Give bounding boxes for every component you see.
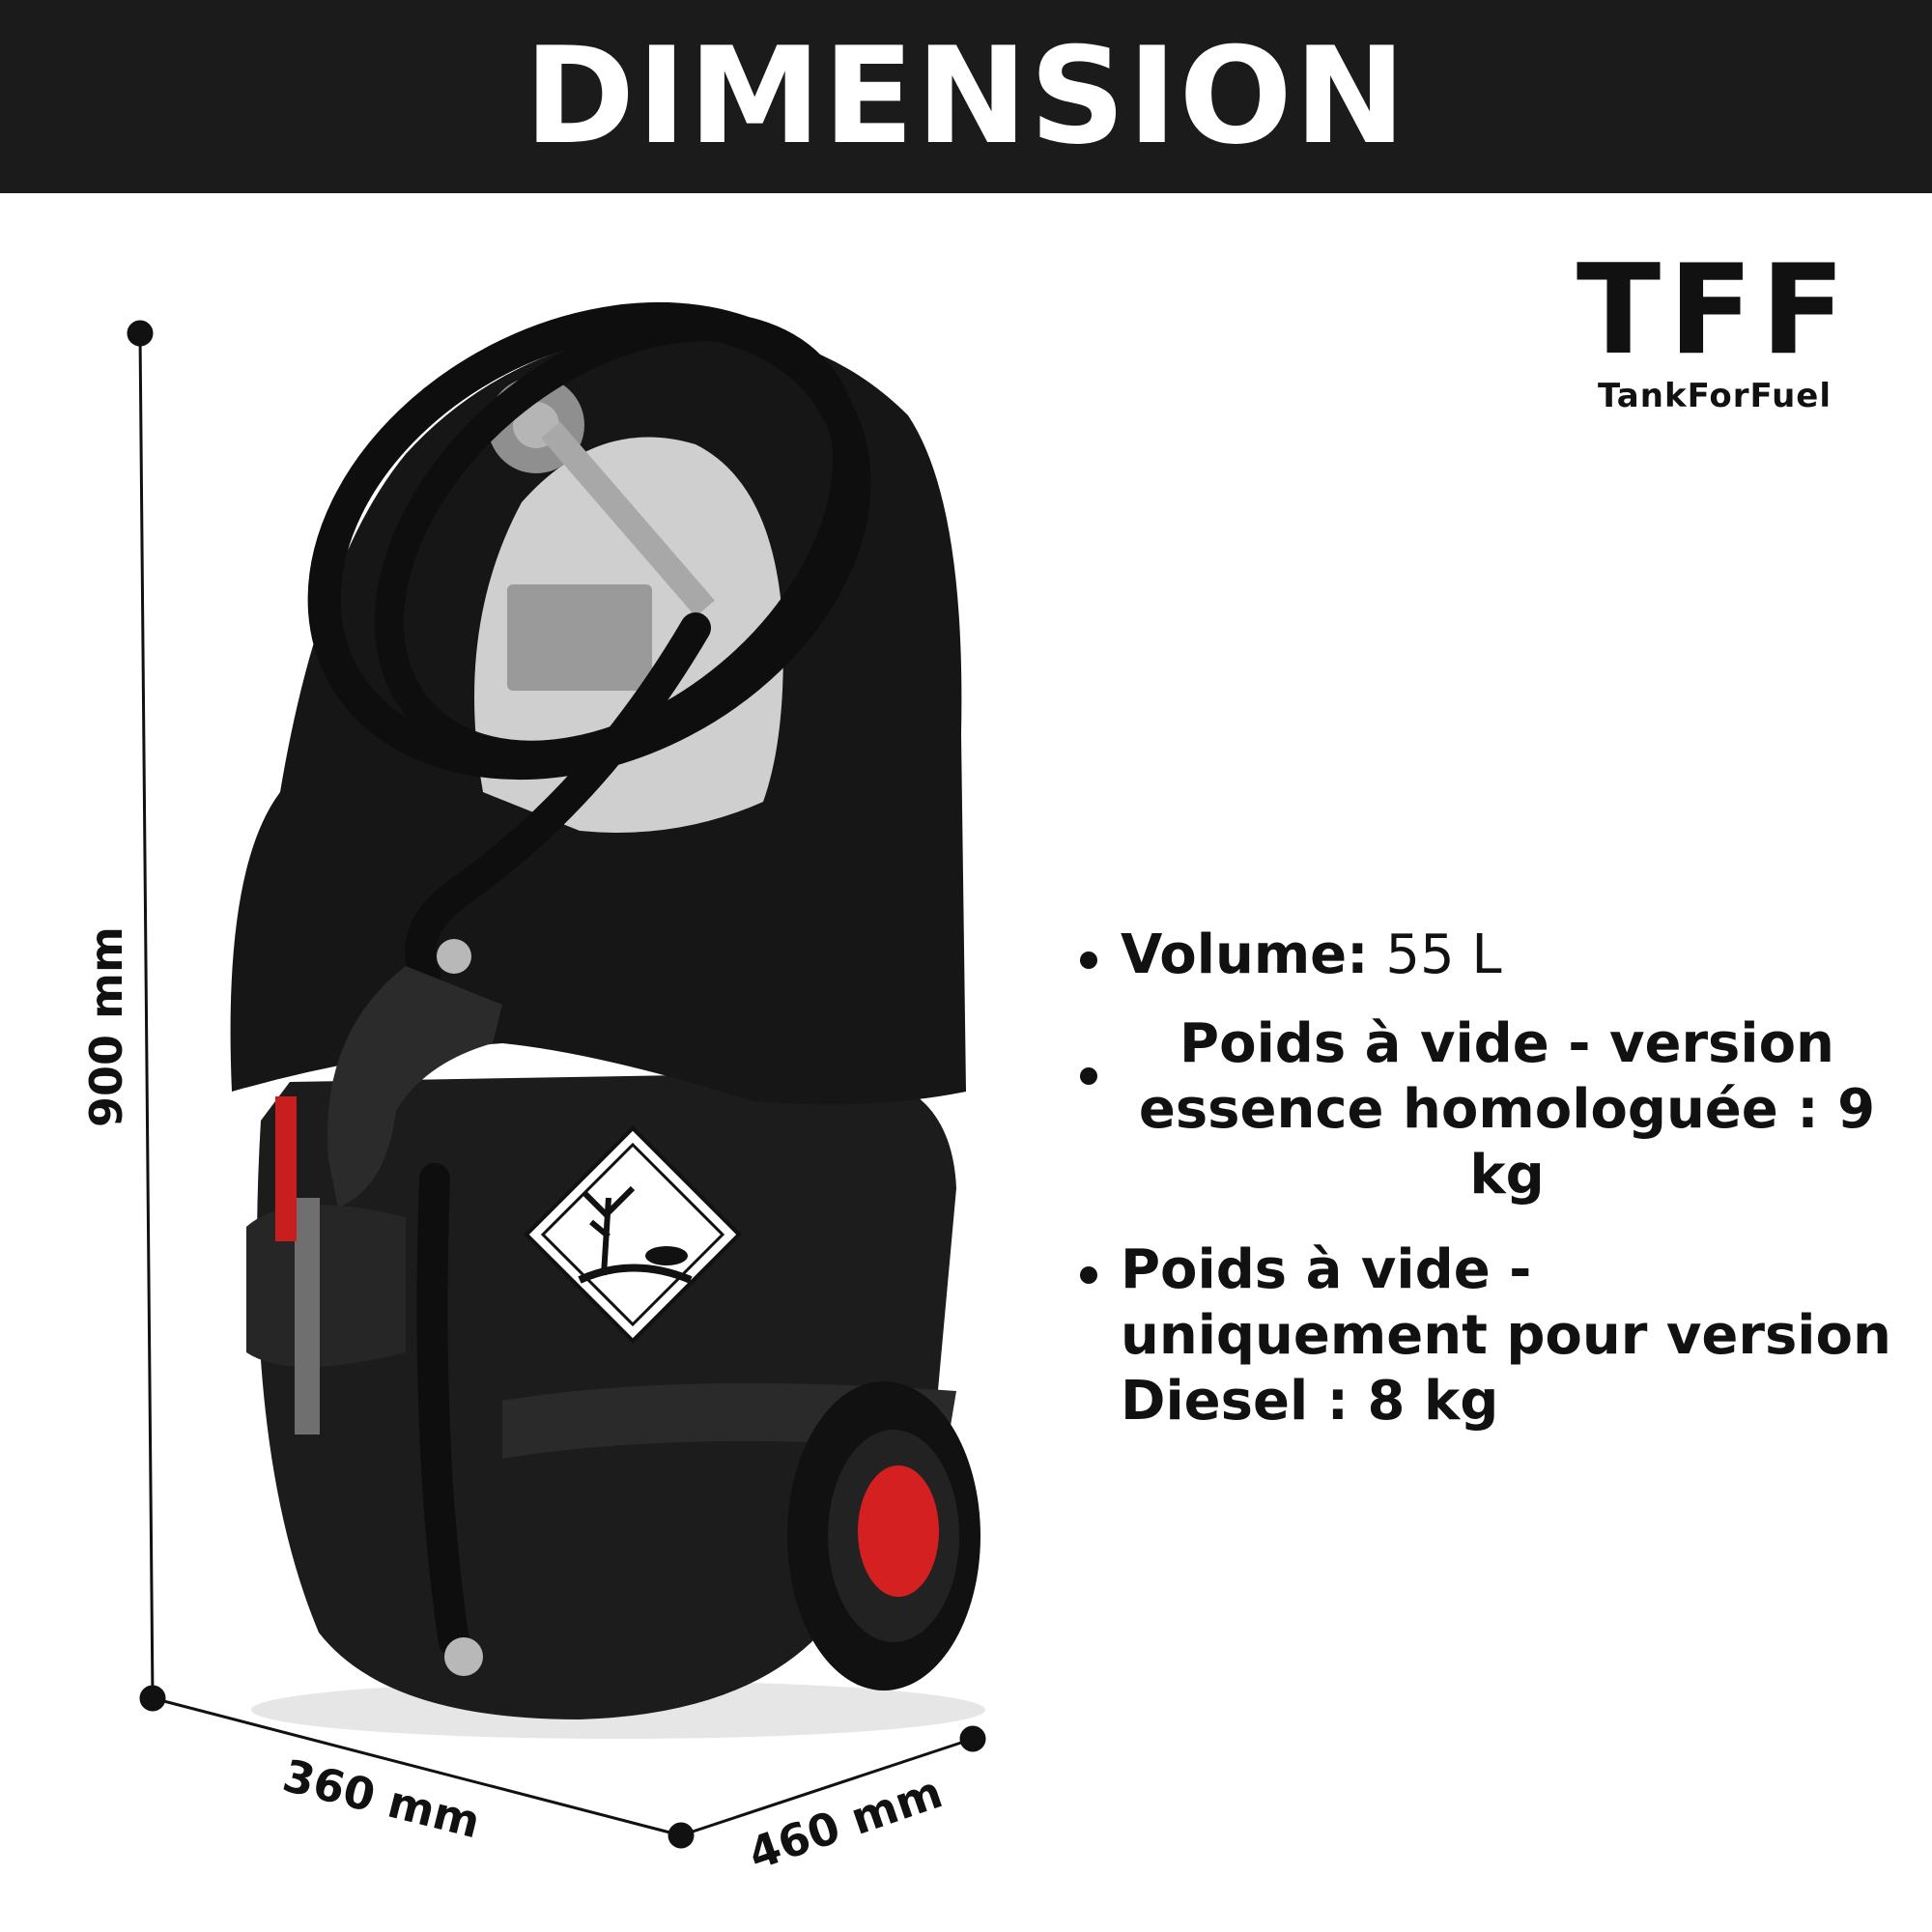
tank-side-ridge	[246, 1205, 406, 1367]
spec-volume-value: 55 L	[1385, 923, 1502, 986]
nozzle-spout	[295, 1198, 320, 1435]
water-icon	[578, 1264, 693, 1284]
height-top-dot	[127, 320, 154, 347]
logo-subtitle: TankForFuel	[1598, 377, 1832, 415]
dead-tree-icon	[582, 1185, 636, 1276]
spec-weight-petrol: Poids à vide - version essence homologué…	[1072, 1011, 1893, 1208]
spec-volume: Volume: 55 L	[1072, 923, 1893, 988]
width-line	[680, 1737, 974, 1837]
brand-logo: TFF TankForFuel	[1565, 239, 1864, 416]
header-banner: DIMENSION	[0, 0, 1932, 193]
dead-fish-icon	[645, 1246, 688, 1265]
corner-right-dot	[959, 1725, 986, 1752]
spec-weight-diesel: Poids à vide - uniquement pour version D…	[1072, 1237, 1893, 1435]
wheel	[787, 1381, 980, 1690]
hose-coupling	[437, 939, 471, 974]
hose-coupling-bottom	[444, 1637, 483, 1676]
pump-plate	[507, 584, 652, 691]
pump-lever	[541, 421, 715, 617]
spec-weight-petrol-text: Poids à vide - version essence homologué…	[1138, 1012, 1876, 1207]
corner-left-dot	[139, 1685, 166, 1712]
height-line	[138, 332, 155, 1699]
spec-weight-diesel-text: Poids à vide - uniquement pour version D…	[1121, 1238, 1891, 1433]
product-illustration	[127, 301, 986, 1849]
spec-list: Volume: 55 L Poids à vide - version esse…	[1072, 923, 1893, 1458]
spec-volume-label: Volume:	[1121, 923, 1369, 986]
fuel-tank	[230, 301, 985, 1739]
wheel-hub	[858, 1465, 939, 1597]
logo-mark: TFF	[1576, 239, 1854, 383]
corner-front-dot	[668, 1822, 695, 1849]
dimension-lines	[127, 320, 986, 1849]
height-dimension-label: 900 mm	[80, 926, 132, 1127]
depth-line	[152, 1696, 682, 1837]
fuel-hose	[307, 301, 871, 1658]
page-title: DIMENSION	[524, 18, 1408, 174]
side-reflector	[275, 1096, 297, 1241]
fuel-nozzle	[327, 966, 502, 1208]
hazard-label	[524, 1125, 742, 1344]
